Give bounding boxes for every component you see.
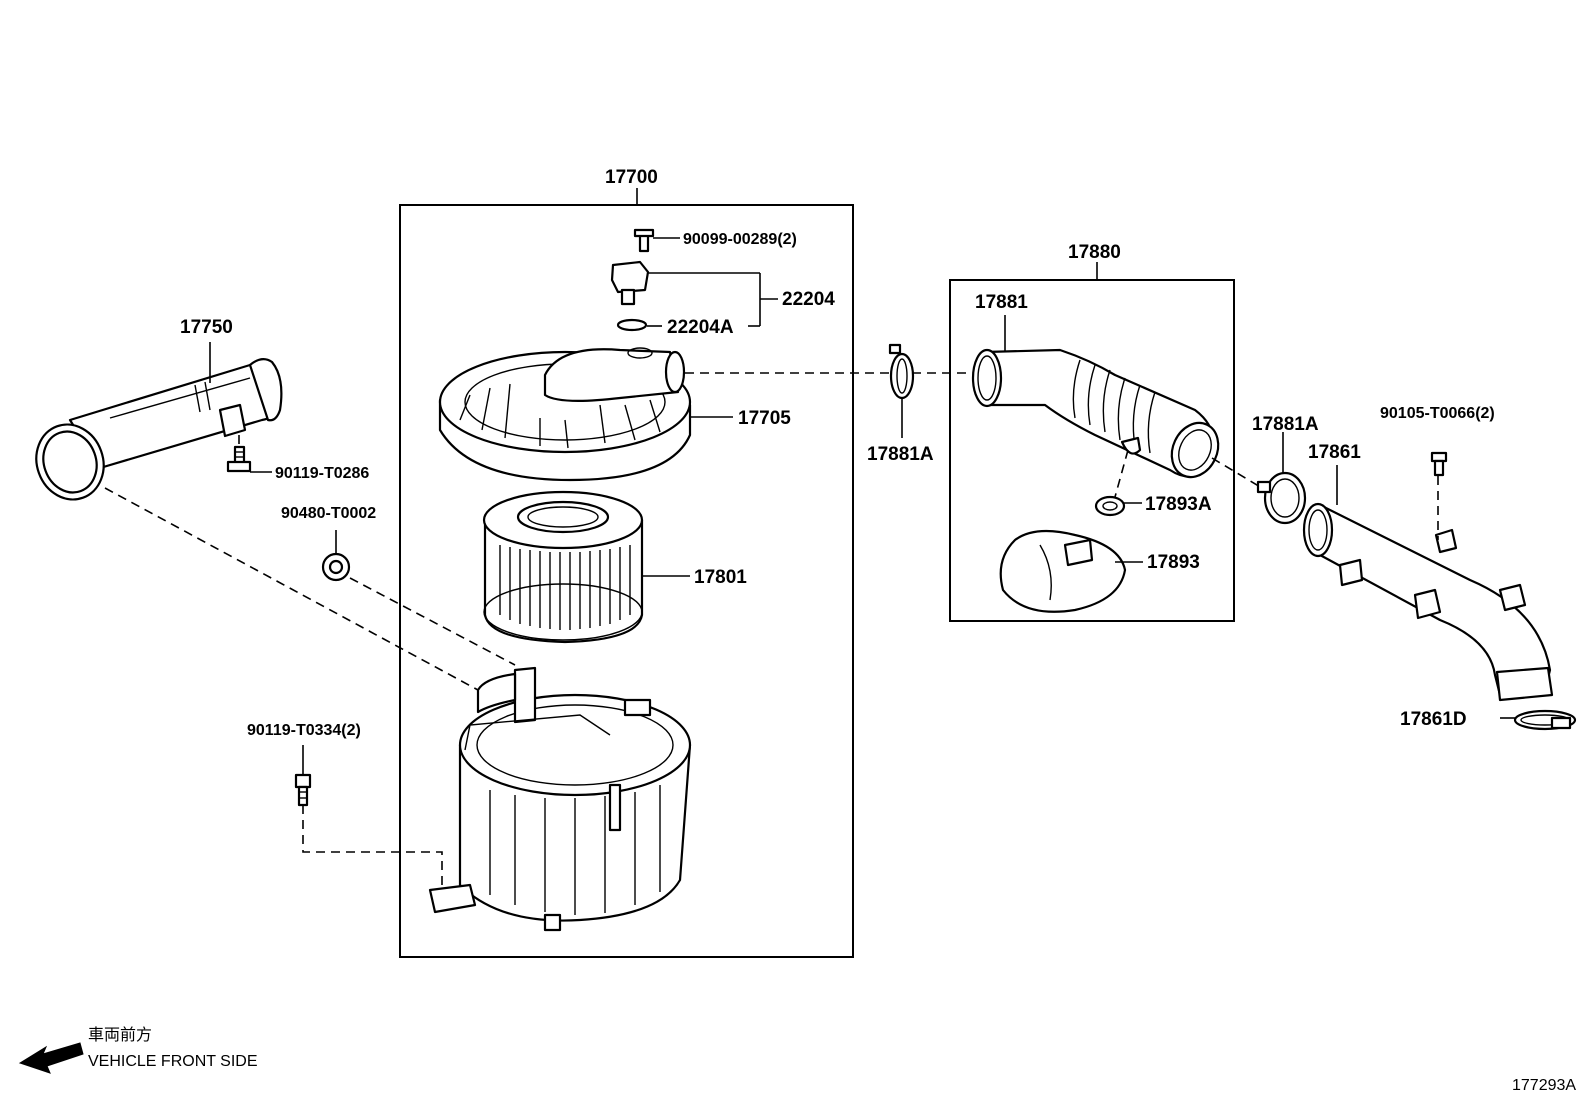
label-90099-00289: 90099-00289(2)	[683, 231, 797, 248]
label-17750: 17750	[180, 317, 233, 338]
air-cleaner-case-drawing[interactable]	[428, 666, 692, 932]
label-90480-T0002: 90480-T0002	[281, 505, 376, 522]
bolt-90119-T0286-drawing[interactable]	[226, 445, 252, 473]
direction-label-jp: 車両前方	[88, 1026, 152, 1044]
bolt-90119-T0334-drawing[interactable]	[294, 745, 312, 807]
label-17880: 17880	[1068, 242, 1121, 263]
connection-lines	[104, 372, 1439, 890]
clip-17893A-drawing[interactable]	[1094, 495, 1126, 517]
label-17861D: 17861D	[1400, 709, 1467, 730]
assembly-box-17880	[949, 279, 1235, 622]
label-17893A: 17893A	[1145, 494, 1212, 515]
air-cleaner-cap-17705-drawing[interactable]	[438, 347, 692, 482]
grommet-90480-T0002-drawing[interactable]	[321, 552, 351, 582]
clamp-17861D-drawing[interactable]	[1513, 709, 1577, 731]
label-17881A-left: 17881A	[867, 444, 934, 465]
label-90105-T0066: 90105-T0066(2)	[1380, 405, 1495, 422]
diagram-id: 177293A	[1512, 1077, 1576, 1094]
air-filter-17801-drawing[interactable]	[482, 490, 644, 644]
label-17893: 17893	[1147, 552, 1200, 573]
label-17881A-right: 17881A	[1252, 414, 1319, 435]
pipe-17861-drawing[interactable]	[1302, 502, 1554, 702]
label-90119-T0334: 90119-T0334(2)	[247, 722, 361, 739]
clamp-17881A-left-drawing[interactable]	[888, 343, 915, 400]
label-22204: 22204	[782, 289, 835, 310]
bolt-90105-T0066-drawing[interactable]	[1430, 451, 1448, 477]
sensor-22204-drawing[interactable]	[610, 228, 655, 332]
clamp-17881A-right-drawing[interactable]	[1256, 471, 1307, 525]
label-22204A: 22204A	[667, 317, 734, 338]
direction-label-en: VEHICLE FRONT SIDE	[88, 1053, 258, 1070]
assembly-box-17700	[399, 204, 854, 958]
leader-lines	[209, 188, 1516, 719]
resonator-17893-drawing[interactable]	[999, 529, 1127, 613]
direction-arrow-icon	[18, 1042, 84, 1074]
label-17705: 17705	[738, 408, 791, 429]
label-90119-T0286: 90119-T0286	[275, 465, 369, 482]
hose-17750-drawing[interactable]	[26, 358, 283, 509]
label-17801: 17801	[694, 567, 747, 588]
label-17881: 17881	[975, 292, 1028, 313]
vehicle-front-indicator: 車両前方 VEHICLE FRONT SIDE	[18, 1026, 258, 1074]
label-17861: 17861	[1308, 442, 1361, 463]
label-17700: 17700	[605, 167, 658, 188]
hose-17881-drawing[interactable]	[971, 348, 1227, 485]
